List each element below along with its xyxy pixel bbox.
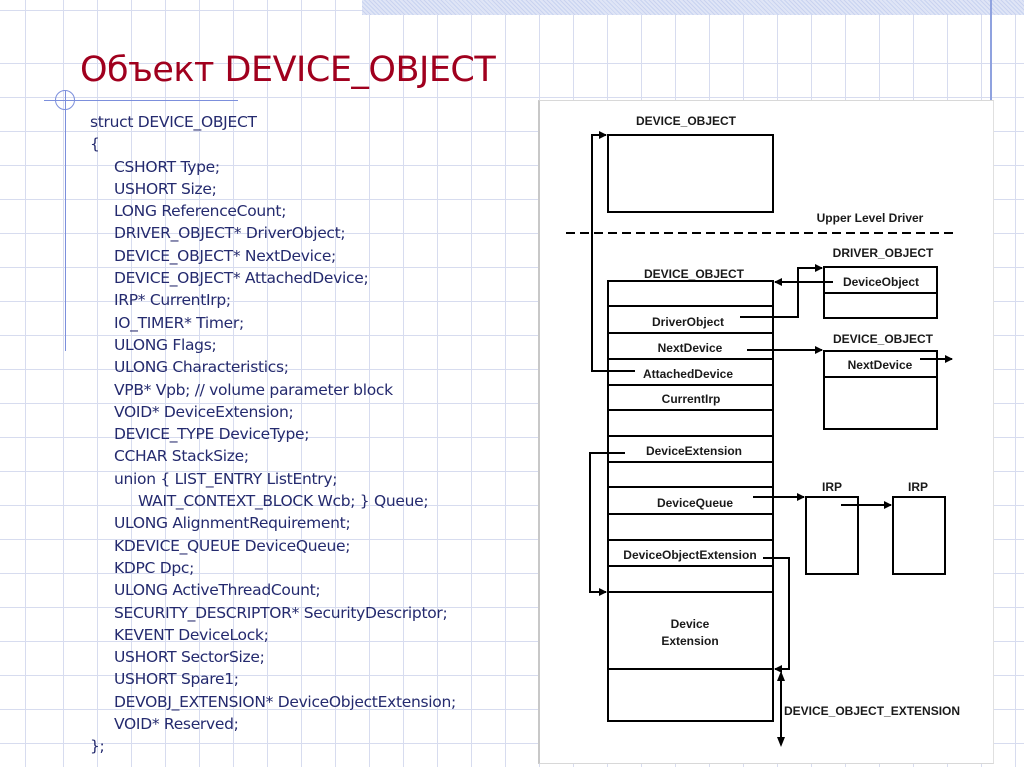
code-line: VOID* Reserved;: [114, 715, 239, 734]
span-arrow-top-icon: [777, 671, 785, 681]
next-device-object-box: [823, 350, 938, 430]
device-object-extension-label: DEVICE_OBJECT_EXTENSION: [784, 704, 960, 718]
device-object-diagram: DEVICE_OBJECT Upper Level Driver DEVICE_…: [538, 100, 994, 764]
slide-title: Объект DEVICE_OBJECT: [80, 50, 496, 90]
device-extension-block-line1: Device: [671, 617, 710, 631]
device-extension-block-line2: Extension: [661, 634, 718, 648]
code-line: DRIVER_OBJECT* DriverObject;: [114, 224, 346, 243]
driver-object-label: DRIVER_OBJECT: [833, 246, 934, 260]
device-extension-arrow: [589, 452, 625, 596]
code-line: ULONG ActiveThreadCount;: [114, 581, 321, 600]
code-line: DEVICE_OBJECT* AttachedDevice;: [114, 269, 369, 288]
upper-device-object-label: DEVICE_OBJECT: [636, 114, 737, 128]
driver-object-pointer-arrow: [740, 264, 823, 318]
code-line: IO_TIMER* Timer;: [114, 313, 244, 332]
code-line: struct DEVICE_OBJECT: [90, 113, 257, 131]
upper-level-driver-label: Upper Level Driver: [817, 211, 924, 225]
code-line: USHORT Size;: [114, 179, 217, 198]
code-line: DEVOBJ_EXTENSION* DeviceObjectExtension;: [114, 692, 456, 711]
struct-code-block: struct DEVICE_OBJECT { CSHORT Type; USHORT …: [90, 111, 456, 758]
code-line: CSHORT Type;: [114, 157, 220, 176]
decorative-vertical-line: [65, 91, 66, 351]
code-line: ULONG AlignmentRequirement;: [114, 514, 351, 533]
device-object-extension-arrow: [763, 557, 790, 673]
diagram-svg: DEVICE_OBJECT Upper Level Driver DEVICE_…: [566, 114, 960, 747]
attached-device-arrow: [591, 131, 635, 372]
code-line: DEVICE_TYPE DeviceType;: [114, 425, 310, 444]
code-line: KDEVICE_QUEUE DeviceQueue;: [114, 536, 351, 555]
main-device-object-box: [607, 280, 774, 722]
code-line: VPB* Vpb; // volume parameter block: [114, 380, 393, 399]
field-device-queue: DeviceQueue: [657, 496, 733, 510]
code-line: WAIT_CONTEXT_BLOCK Wcb; } Queue;: [138, 492, 429, 511]
field-attached-device: AttachedDevice: [643, 367, 733, 381]
code-line: VOID* DeviceExtension;: [114, 402, 294, 421]
irp-box-1: [805, 496, 859, 575]
field-current-irp: CurrentIrp: [662, 392, 721, 406]
field-next-device: NextDevice: [658, 341, 723, 355]
code-line: DEVICE_OBJECT* NextDevice;: [114, 246, 336, 265]
driver-object-field-device-object: DeviceObject: [843, 275, 919, 289]
main-device-object-label: DEVICE_OBJECT: [644, 267, 745, 281]
code-line: LONG ReferenceCount;: [114, 202, 287, 221]
next-device-object-label: DEVICE_OBJECT: [833, 332, 934, 346]
code-line: IRP* CurrentIrp;: [114, 291, 231, 310]
irp-box-2: [892, 496, 946, 575]
irp-label-2: IRP: [908, 480, 928, 494]
code-line: USHORT SectorSize;: [114, 648, 265, 667]
upper-device-object-box: [607, 134, 774, 213]
code-line: USHORT Spare1;: [114, 670, 239, 689]
main-device-object-row-dividers: [608, 305, 773, 670]
code-line: KEVENT DeviceLock;: [114, 625, 269, 644]
code-line: ULONG Flags;: [114, 335, 217, 354]
decorative-top-band: [362, 0, 1024, 15]
code-line: {: [90, 135, 100, 154]
decorative-right-rule: [990, 0, 992, 100]
code-line: ULONG Characteristics;: [114, 358, 289, 377]
next-device-object-field: NextDevice: [848, 358, 913, 372]
code-line: KDPC Dpc;: [114, 558, 195, 577]
decorative-crosshair-circle: [55, 90, 75, 110]
code-line: };: [90, 737, 105, 756]
irp-label-1: IRP: [822, 480, 842, 494]
code-line: union { LIST_ENTRY ListEntry;: [114, 469, 338, 488]
field-device-extension: DeviceExtension: [646, 444, 742, 458]
field-driver-object: DriverObject: [652, 315, 724, 329]
decorative-horizontal-line: [44, 100, 238, 101]
code-line: CCHAR StackSize;: [114, 447, 249, 466]
code-line: SECURITY_DESCRIPTOR* SecurityDescriptor;: [114, 603, 448, 622]
field-device-object-extension: DeviceObjectExtension: [623, 548, 756, 562]
span-arrow-bottom-icon: [777, 737, 785, 747]
